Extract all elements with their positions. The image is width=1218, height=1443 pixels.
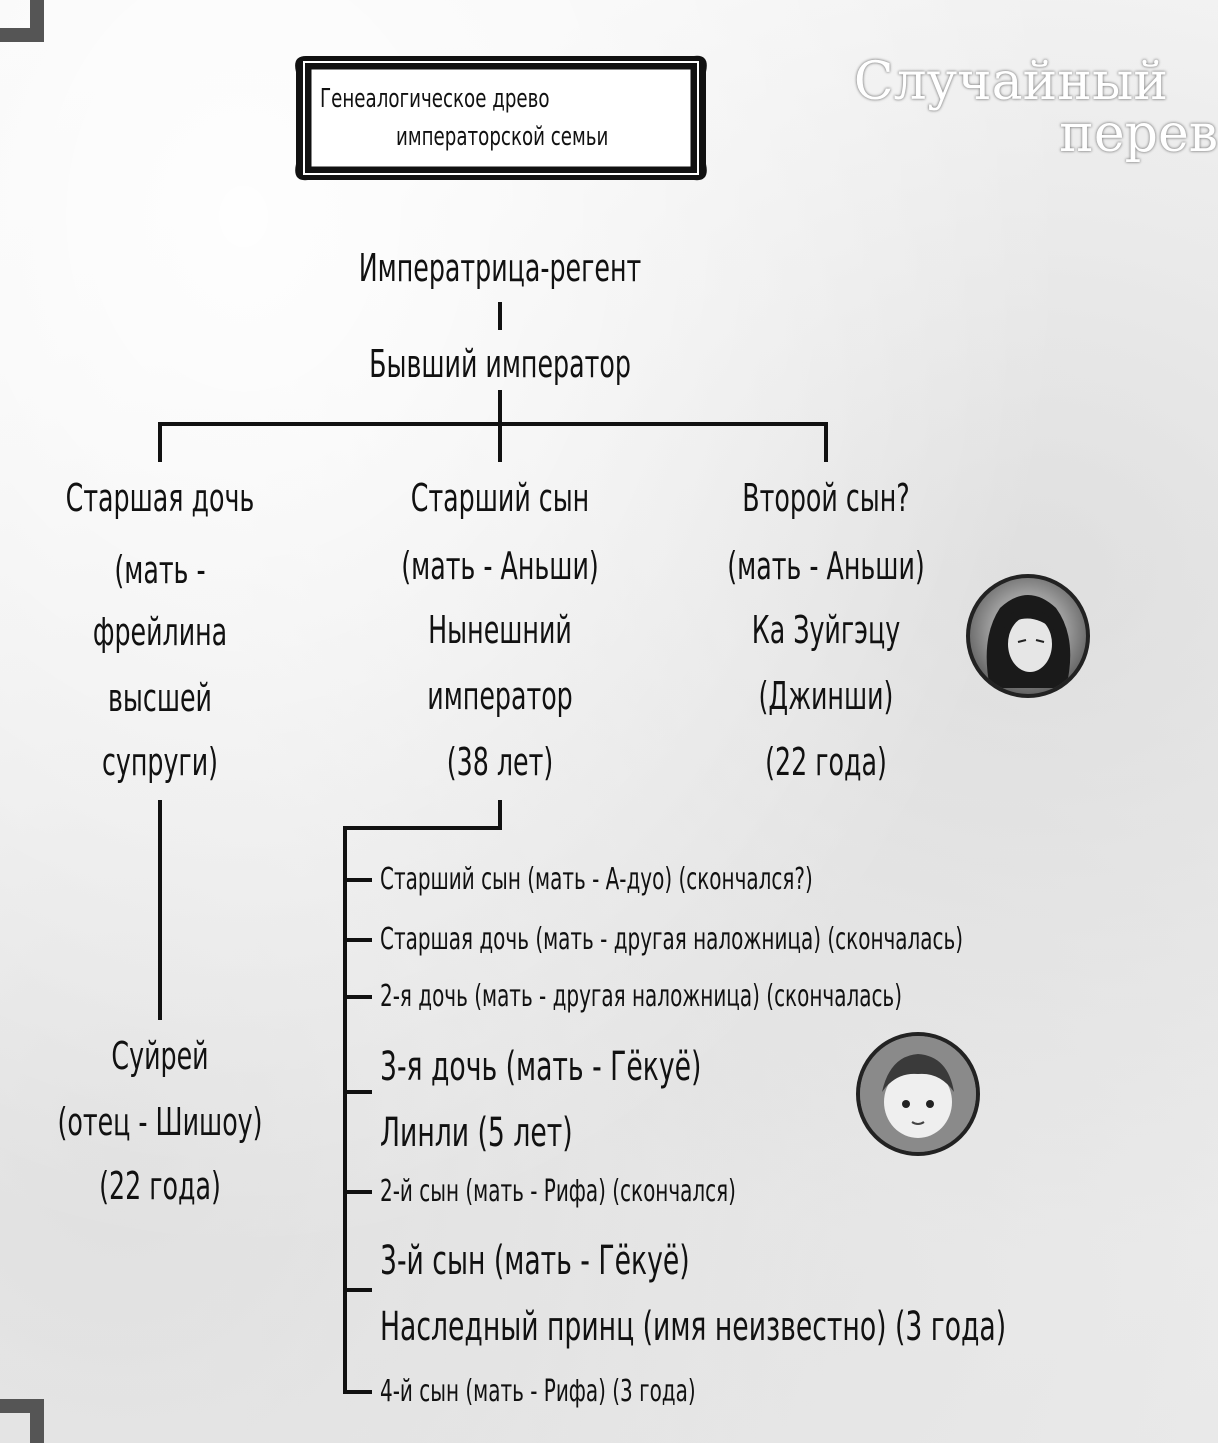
child-item: 4-й сын (мать - Рифа) (3 года) xyxy=(380,1374,696,1409)
second-son-line: (Джинши) xyxy=(758,674,894,718)
current-emperor-line: Нынешний xyxy=(428,608,572,652)
eldest-daughter-line: (мать - xyxy=(114,548,206,592)
child-item: Наследный принц (имя неизвестно) (3 года… xyxy=(380,1304,1007,1350)
child-item: 2-й сын (мать - Рифа) (скончался) xyxy=(380,1174,736,1209)
linli-portrait-icon xyxy=(856,1032,980,1156)
current-emperor-line: император xyxy=(427,674,573,718)
jinshi-portrait-icon xyxy=(966,574,1090,698)
child-item: Старшая дочь (мать - другая наложница) (… xyxy=(380,922,964,957)
second-son-line: Второй сын? xyxy=(742,476,910,520)
suirei-line: (22 года) xyxy=(99,1164,221,1208)
suirei-line: (отец - Шишоу) xyxy=(57,1100,263,1144)
eldest-daughter-line: супруги) xyxy=(101,740,219,784)
child-item: 2-я дочь (мать - другая наложница) (скон… xyxy=(380,979,903,1014)
current-emperor-line: (мать - Аньши) xyxy=(401,544,599,588)
title-line-1: Генеалогическое древо xyxy=(320,84,550,114)
watermark-line-2: перев xyxy=(1059,104,1218,164)
node-empress-regent: Императрица-регент xyxy=(358,246,642,290)
eldest-daughter-line: фрейлина xyxy=(92,610,228,654)
corner-ornament-top-left xyxy=(0,0,44,42)
child-item: 3-й сын (мать - Гёкуё) xyxy=(380,1238,690,1284)
second-son-line: (мать - Аньши) xyxy=(727,544,925,588)
current-emperor-line: Старший сын xyxy=(410,476,590,520)
child-item: Старший сын (мать - А-дуо) (скончался?) xyxy=(380,862,813,897)
watermark: Случайный перев xyxy=(818,56,1218,160)
eldest-daughter-line: Старшая дочь xyxy=(65,476,255,520)
watermark-line-1: Случайный xyxy=(853,52,1168,112)
child-item: 3-я дочь (мать - Гёкуё) xyxy=(380,1044,702,1090)
current-emperor-line: (38 лет) xyxy=(446,740,554,784)
corner-ornament-bottom-left xyxy=(0,1399,44,1443)
title-frame-ornament xyxy=(295,55,707,181)
eldest-daughter-line: высшей xyxy=(108,676,212,720)
child-item: Линли (5 лет) xyxy=(380,1110,573,1156)
title-plaque: Генеалогическое древо императорской семь… xyxy=(292,48,710,188)
title-line-2: императорской семьи xyxy=(396,122,609,152)
suirei-line: Суйрей xyxy=(111,1034,209,1078)
second-son-line: (22 года) xyxy=(765,740,887,784)
second-son-line: Ка Зуйгэцу xyxy=(751,608,901,652)
node-former-emperor: Бывший император xyxy=(369,342,631,386)
